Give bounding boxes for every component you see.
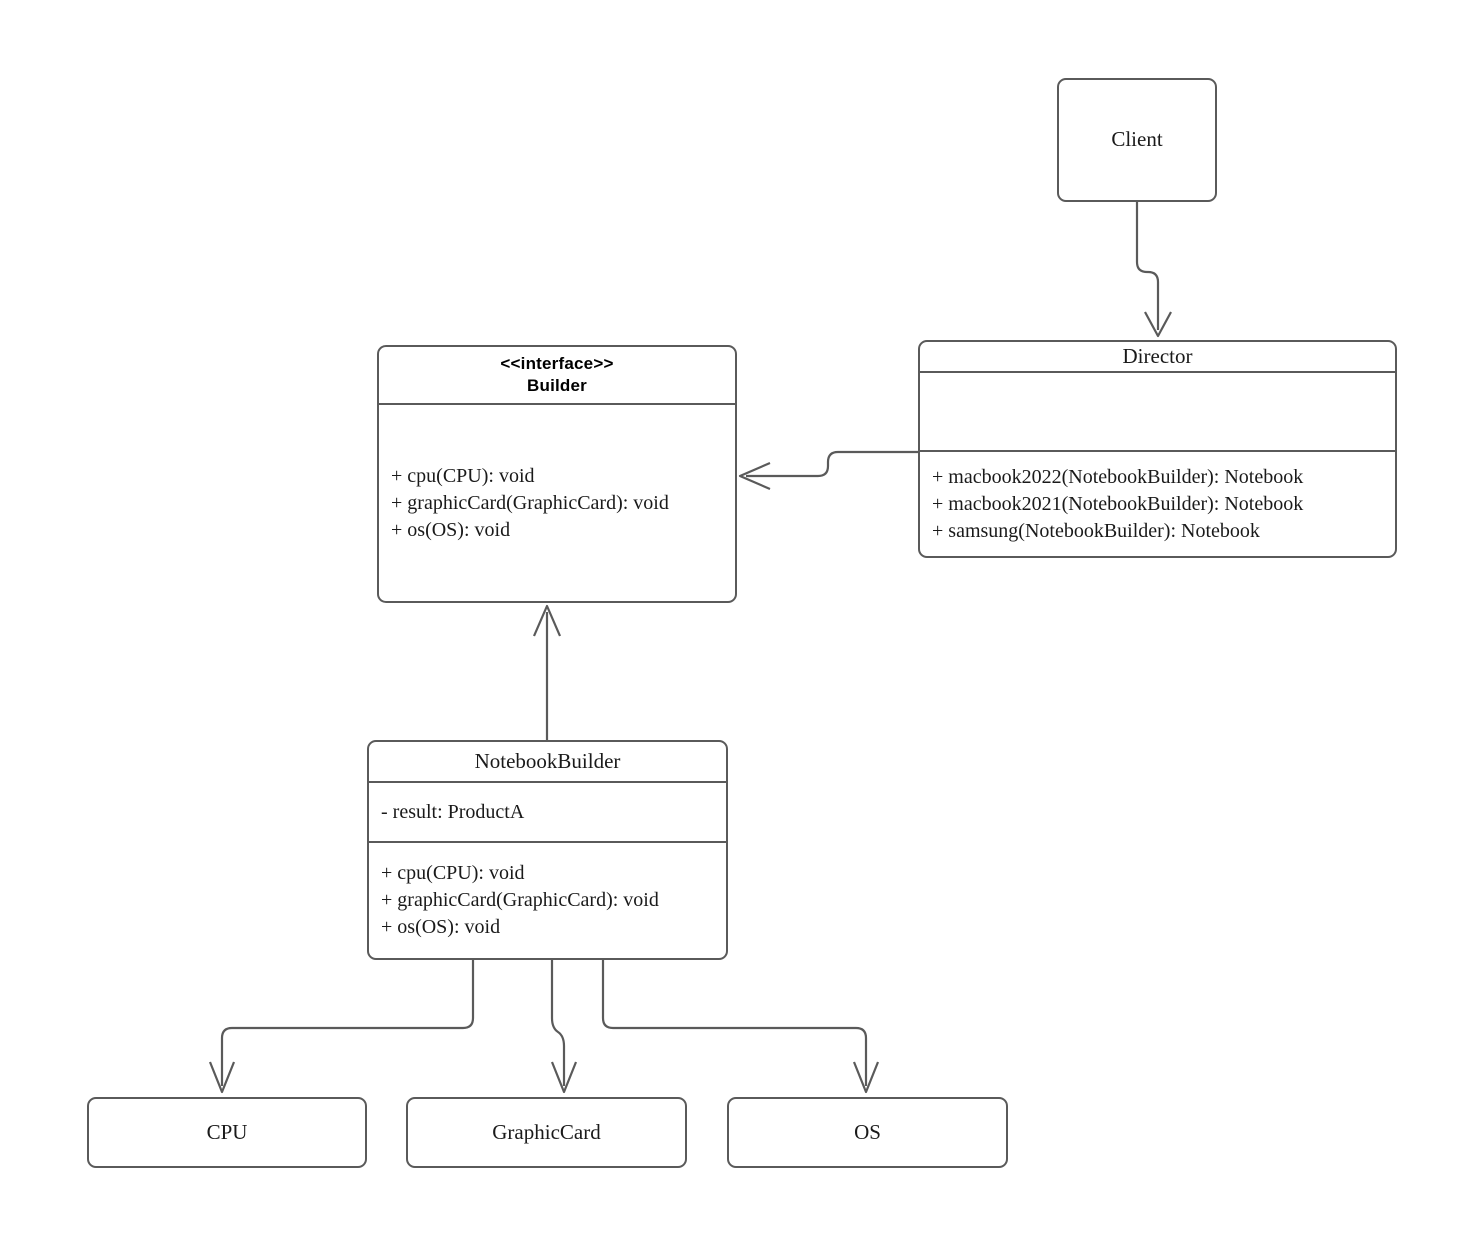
director-methods-compartment: + macbook2022(NotebookBuilder): Notebook… — [920, 450, 1395, 556]
node-graphic-card[interactable]: GraphicCard — [406, 1097, 687, 1168]
os-label: OS — [854, 1119, 881, 1144]
notebookbuilder-title: NotebookBuilder — [474, 749, 621, 774]
director-attributes-compartment — [920, 371, 1395, 450]
node-director[interactable]: Director + macbook2022(NotebookBuilder):… — [918, 340, 1397, 558]
edge-client-to-director — [1135, 202, 1160, 330]
director-title: Director — [1122, 344, 1193, 369]
edge-notebookbuilder-to-os — [601, 960, 868, 1086]
notebookbuilder-method: + cpu(CPU): void — [381, 862, 525, 884]
builder-method: + os(OS): void — [391, 518, 511, 541]
node-builder-interface[interactable]: <<interface>> Builder + cpu(CPU): void +… — [377, 345, 737, 603]
director-method: + samsung(NotebookBuilder): Notebook — [932, 519, 1260, 542]
node-notebook-builder[interactable]: NotebookBuilder - result: ProductA + cpu… — [367, 740, 728, 960]
arrowhead-notebookbuilder-to-os — [852, 1061, 880, 1094]
node-cpu[interactable]: CPU — [87, 1097, 367, 1168]
builder-stereotype: <<interface>> — [500, 353, 614, 373]
graphic-card-label: GraphicCard — [492, 1119, 601, 1144]
notebookbuilder-methods-compartment: + cpu(CPU): void + graphicCard(GraphicCa… — [369, 841, 726, 958]
arrowhead-director-to-builder — [738, 461, 771, 491]
notebookbuilder-attributes-compartment: - result: ProductA — [369, 781, 726, 841]
arrowhead-notebookbuilder-to-builder — [532, 604, 562, 637]
notebookbuilder-method: + os(OS): void — [381, 916, 501, 938]
client-label: Client — [1111, 127, 1163, 152]
edge-notebookbuilder-to-cpu — [220, 960, 475, 1086]
builder-method: + cpu(CPU): void — [391, 464, 535, 487]
node-os[interactable]: OS — [727, 1097, 1008, 1168]
arrowhead-client-to-director — [1144, 311, 1172, 338]
edge-notebookbuilder-to-graphiccard — [550, 960, 566, 1086]
edge-director-to-builder — [746, 450, 918, 478]
cpu-label: CPU — [206, 1119, 248, 1144]
arrowhead-notebookbuilder-to-cpu — [208, 1061, 236, 1094]
director-method: + macbook2021(NotebookBuilder): Notebook — [932, 492, 1304, 515]
builder-title-compartment: <<interface>> Builder — [379, 347, 735, 403]
node-client[interactable]: Client — [1057, 78, 1217, 202]
notebookbuilder-attribute: - result: ProductA — [381, 800, 525, 823]
notebookbuilder-title-compartment: NotebookBuilder — [369, 742, 726, 781]
builder-method: + graphicCard(GraphicCard): void — [391, 491, 669, 514]
director-title-compartment: Director — [920, 342, 1395, 371]
builder-methods-compartment: + cpu(CPU): void + graphicCard(GraphicCa… — [379, 403, 735, 601]
arrowhead-notebookbuilder-to-graphiccard — [550, 1061, 578, 1094]
notebookbuilder-method: + graphicCard(GraphicCard): void — [381, 889, 659, 911]
director-method: + macbook2022(NotebookBuilder): Notebook — [932, 465, 1304, 488]
builder-title: Builder — [527, 376, 587, 395]
